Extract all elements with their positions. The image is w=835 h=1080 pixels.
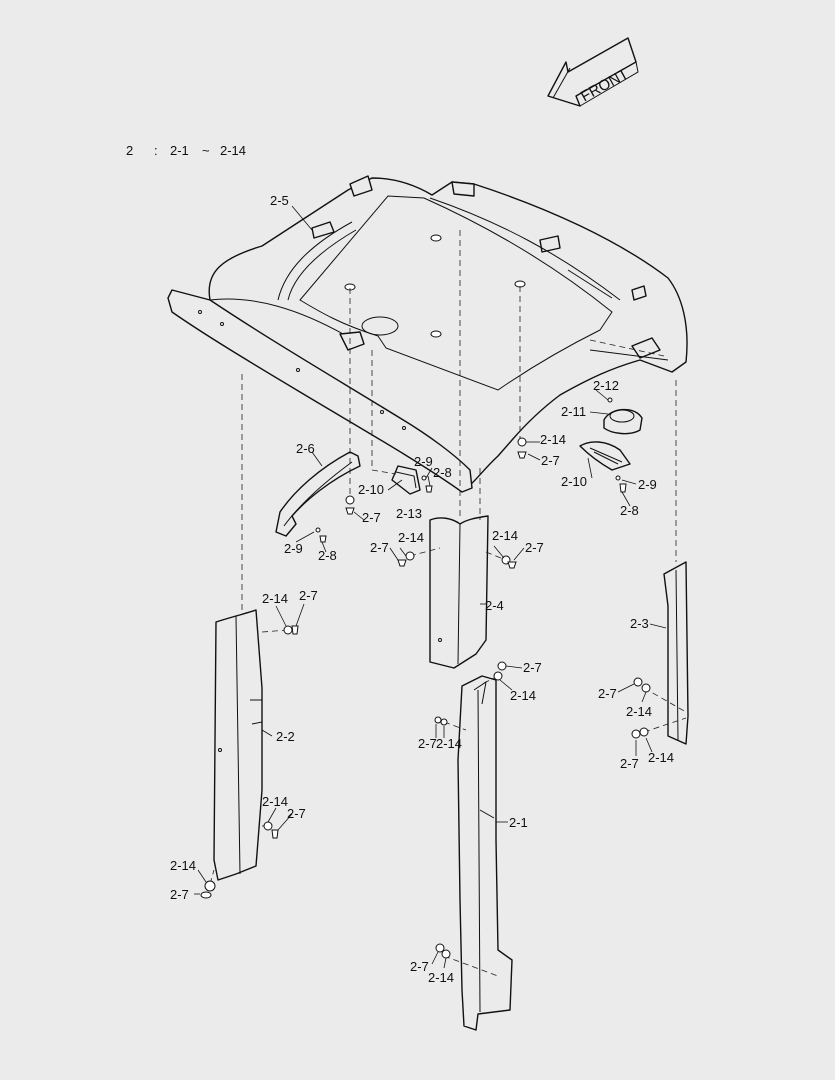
callout-2-9: 2-9 bbox=[414, 454, 433, 469]
header-separator: : bbox=[154, 143, 158, 158]
callout-2-11: 2-11 bbox=[561, 404, 586, 419]
screw-2-7 bbox=[291, 625, 299, 635]
clip-2-14 bbox=[204, 880, 216, 892]
callout-2-7: 2-7 bbox=[370, 540, 389, 555]
clip-2-14 bbox=[440, 718, 448, 726]
nut-2-9 bbox=[615, 475, 621, 481]
dome-light-2-13 bbox=[391, 465, 421, 495]
screw-2-7 bbox=[271, 829, 279, 839]
callout-2-10: 2-10 bbox=[561, 474, 587, 489]
clip-2-14 bbox=[517, 437, 527, 447]
screw-2-8 bbox=[319, 535, 327, 543]
clip-2-14 bbox=[283, 625, 293, 635]
screw-2-7 bbox=[434, 716, 442, 724]
callout-2-14: 2-14 bbox=[648, 750, 674, 765]
callout-2-7: 2-7 bbox=[541, 453, 560, 468]
front-arrow: FRONT bbox=[547, 37, 639, 107]
grille-2-10 bbox=[579, 441, 631, 471]
nut-2-9 bbox=[421, 475, 427, 481]
header-tilde: ~ bbox=[202, 143, 210, 158]
callout-2-14: 2-14 bbox=[436, 736, 462, 751]
callout-2-14: 2-14 bbox=[428, 970, 454, 985]
callout-2-7: 2-7 bbox=[598, 686, 617, 701]
header-range-end: 2-14 bbox=[220, 143, 246, 158]
callout-2-3: 2-3 bbox=[630, 616, 649, 631]
clip-2-14 bbox=[639, 727, 649, 737]
clip-2-14 bbox=[405, 551, 415, 561]
callout-2-7: 2-7 bbox=[362, 510, 381, 525]
callout-2-14: 2-14 bbox=[540, 432, 566, 447]
clip-2-14 bbox=[345, 495, 355, 505]
callout-2-9: 2-9 bbox=[638, 477, 657, 492]
header-range-start: 2-1 bbox=[170, 143, 189, 158]
header-group-number: 2 bbox=[126, 143, 133, 158]
callout-2-7: 2-7 bbox=[620, 756, 639, 771]
callout-2-7: 2-7 bbox=[525, 540, 544, 555]
screw-2-7 bbox=[517, 451, 527, 459]
garnish-2-6 bbox=[275, 451, 361, 537]
screw-2-12 bbox=[607, 397, 613, 403]
callout-2-14: 2-14 bbox=[492, 528, 518, 543]
screw-2-7 bbox=[200, 891, 212, 899]
callout-2-7: 2-7 bbox=[287, 806, 306, 821]
pillar-2-4 bbox=[429, 515, 489, 669]
callout-2-7: 2-7 bbox=[418, 736, 437, 751]
callout-2-14: 2-14 bbox=[262, 794, 288, 809]
pillar-2-2 bbox=[213, 609, 263, 881]
callout-2-14: 2-14 bbox=[398, 530, 424, 545]
callout-2-13: 2-13 bbox=[396, 506, 422, 521]
callout-2-7: 2-7 bbox=[523, 660, 542, 675]
callout-2-12: 2-12 bbox=[593, 378, 619, 393]
clip-2-14 bbox=[641, 683, 651, 693]
screw-2-8 bbox=[619, 483, 627, 493]
screw-2-7 bbox=[633, 677, 643, 687]
screw-2-7 bbox=[345, 507, 355, 515]
callout-2-14: 2-14 bbox=[626, 704, 652, 719]
callout-2-7: 2-7 bbox=[410, 959, 429, 974]
callout-2-7: 2-7 bbox=[299, 588, 318, 603]
callout-2-8: 2-8 bbox=[433, 465, 452, 480]
clip-2-14 bbox=[493, 671, 503, 681]
callout-2-6: 2-6 bbox=[296, 441, 315, 456]
screw-2-8 bbox=[425, 485, 433, 493]
hardware bbox=[200, 397, 651, 959]
callout-2-8: 2-8 bbox=[318, 548, 337, 563]
leader-lines bbox=[194, 205, 667, 969]
speaker-2-11 bbox=[603, 408, 643, 435]
callout-2-4: 2-4 bbox=[485, 598, 504, 613]
callout-2-14: 2-14 bbox=[170, 858, 196, 873]
pillar-2-1 bbox=[457, 675, 513, 1031]
callout-2-10: 2-10 bbox=[358, 482, 384, 497]
pillar-2-3 bbox=[663, 561, 689, 745]
header-line: 2 : 2-1 ~ 2-14 bbox=[126, 143, 246, 158]
callout-2-7: 2-7 bbox=[170, 887, 189, 902]
callout-2-14: 2-14 bbox=[510, 688, 536, 703]
screw-2-7 bbox=[497, 661, 507, 671]
nut-2-9 bbox=[315, 527, 321, 533]
callout-labels: 2-5 2-6 2-10 2-7 2-13 2-9 2-8 2-9 2-8 2-… bbox=[170, 193, 674, 985]
callout-2-9: 2-9 bbox=[284, 541, 303, 556]
callout-2-1: 2-1 bbox=[509, 815, 528, 830]
clip-2-14 bbox=[263, 821, 273, 831]
clip-2-14 bbox=[441, 949, 451, 959]
screw-2-7 bbox=[435, 943, 445, 953]
screw-2-7 bbox=[631, 729, 641, 739]
screw-2-7 bbox=[507, 561, 517, 569]
callout-2-2: 2-2 bbox=[276, 729, 295, 744]
callout-2-14: 2-14 bbox=[262, 591, 288, 606]
callout-2-5: 2-5 bbox=[270, 193, 289, 208]
screw-2-7 bbox=[397, 559, 407, 567]
callout-2-8: 2-8 bbox=[620, 503, 639, 518]
headliner-2-5 bbox=[167, 175, 688, 493]
